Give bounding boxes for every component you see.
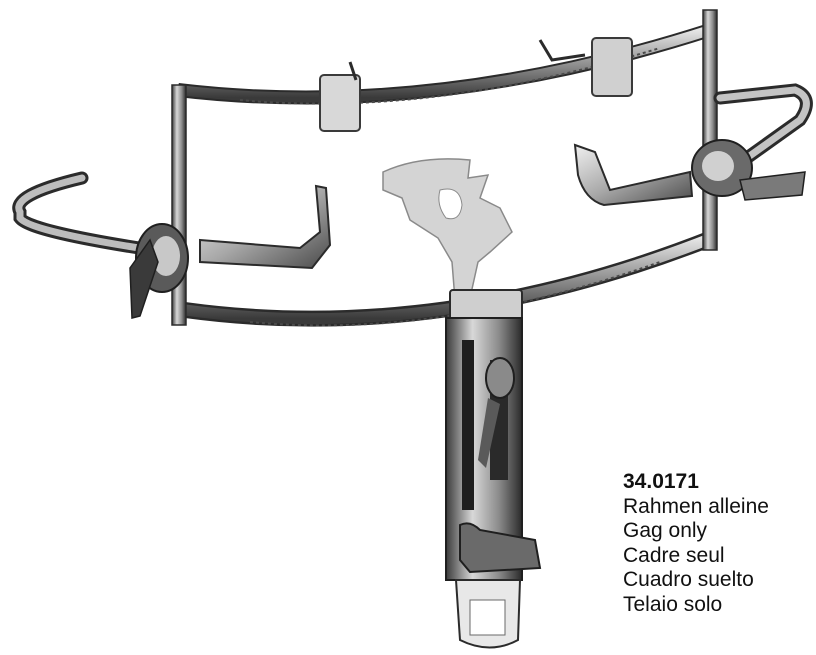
description-english: Gag only [623, 519, 708, 542]
top-clamp-left [319, 61, 361, 132]
description-french: Cadre seul [623, 543, 725, 567]
left-tooth-rest [199, 184, 332, 270]
product-caption: 34.0171 Rahmen alleine Gag only Cadre se… [623, 470, 813, 617]
right-tooth-rest [573, 143, 694, 207]
frame-right-post [702, 9, 718, 251]
left-lock-knob [129, 223, 189, 319]
description-italian: Telaio solo [623, 592, 723, 616]
right-lock-knob [691, 139, 806, 201]
right-hook-arm [713, 83, 813, 177]
product-code: 34.0171 [623, 470, 699, 493]
frame-bottom-bar [183, 230, 715, 327]
center-ratchet-slide [445, 289, 542, 649]
description-spanish: Cuadro suelto [623, 568, 754, 591]
top-clamp-right [538, 37, 633, 97]
description-german: Rahmen alleine [623, 494, 769, 518]
tongue-blade [382, 158, 513, 301]
left-hook-arm [12, 171, 172, 259]
